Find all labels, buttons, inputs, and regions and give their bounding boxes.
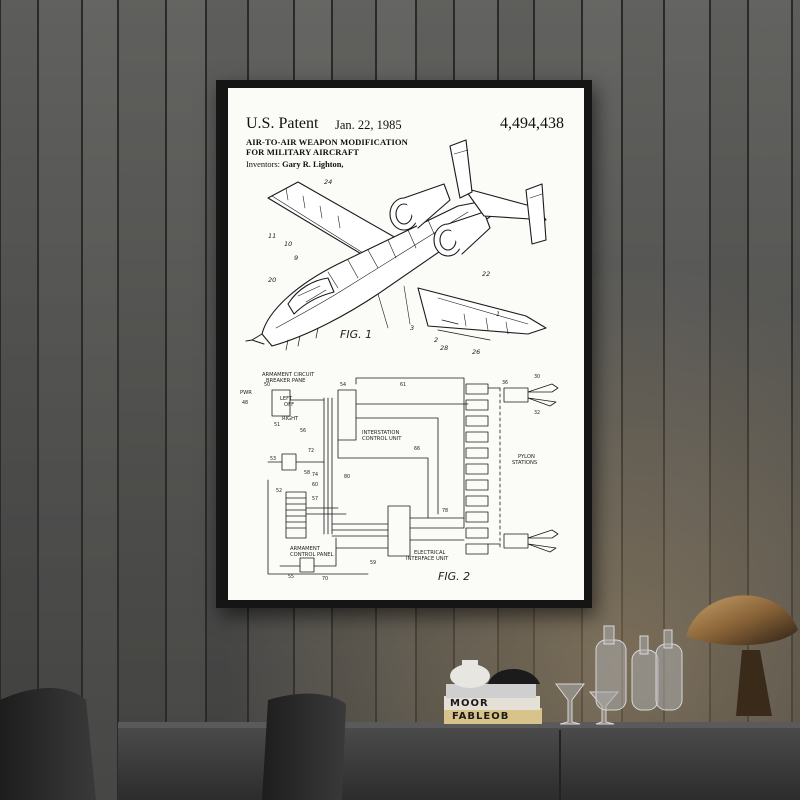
svg-text:61: 61	[400, 382, 406, 388]
callout-3: 3	[410, 324, 414, 332]
patent-subtitle-line2: FOR MILITARY AIRCRAFT	[246, 147, 360, 157]
missile-launcher-top	[503, 387, 529, 403]
breaker-panel-label-1: ARMAMENT CIRCUIT	[262, 372, 315, 378]
svg-text:74: 74	[312, 472, 318, 478]
svg-text:78: 78	[442, 508, 448, 514]
patent-number: 4,494,438	[500, 115, 564, 132]
svg-text:50: 50	[264, 382, 270, 388]
breaker-panel-label-2: BREAKER PANE	[266, 378, 305, 384]
pylon-label-2: STATIONS	[512, 460, 537, 466]
svg-text:48: 48	[242, 400, 248, 406]
svg-text:56: 56	[300, 428, 306, 434]
svg-text:66: 66	[414, 446, 420, 452]
callout-10: 10	[284, 240, 292, 248]
svg-text:53: 53	[270, 456, 276, 462]
callout-1: 1	[496, 310, 500, 318]
book-spine-bottom: FABLEOB	[452, 711, 510, 722]
switch-off-label: OFF	[284, 402, 294, 408]
patent-title: U.S. Patent	[246, 115, 319, 132]
callout-26: 26	[472, 348, 480, 356]
svg-text:52: 52	[276, 488, 282, 494]
svg-text:32: 32	[534, 410, 540, 416]
fig1-caption: FIG. 1	[340, 328, 372, 341]
electrical-label-2: INTERFACE UNIT	[406, 556, 449, 562]
callout-20: 20	[268, 276, 276, 284]
book-spine-top: MOOR	[450, 698, 489, 709]
patent-subtitle-line1: AIR-TO-AIR WEAPON MODIFICATION	[246, 137, 408, 147]
pylon-label-1: PYLON	[518, 454, 535, 460]
missile-launcher-bottom	[503, 533, 529, 549]
pwr-label: PWR	[240, 390, 252, 396]
svg-text:57: 57	[312, 496, 318, 502]
patent-poster: U.S. Patent Jan. 22, 1985 4,494,438 AIR-…	[228, 88, 584, 600]
svg-text:30: 30	[534, 374, 540, 380]
breaker-panel-box	[271, 389, 291, 417]
fig2-caption: FIG. 2	[438, 570, 470, 583]
callout-2: 2	[434, 336, 438, 344]
circuit-schematic	[267, 377, 559, 575]
svg-text:36: 36	[502, 380, 508, 386]
interstation-box	[337, 389, 357, 441]
callout-24: 24	[324, 178, 332, 186]
svg-text:51: 51	[274, 422, 280, 428]
callout-11: 11	[268, 232, 276, 240]
electrical-label-1: ELECTRICAL	[414, 550, 446, 556]
callout-22: 22	[482, 270, 490, 278]
aircraft-illustration	[245, 139, 547, 351]
callout-9: 9	[294, 254, 298, 262]
switch-box-53	[281, 453, 297, 471]
switch-box-55	[299, 557, 315, 573]
armament-switch-stack	[285, 491, 307, 539]
svg-text:59: 59	[370, 560, 376, 566]
svg-text:58: 58	[304, 470, 310, 476]
svg-text:80: 80	[344, 474, 350, 480]
interstation-label-2: CONTROL UNIT	[362, 436, 402, 442]
svg-text:70: 70	[322, 576, 328, 582]
armament-control-label-2: CONTROL PANEL	[290, 552, 333, 558]
patent-inventors: Inventors: Gary R. Lighton,	[246, 160, 344, 169]
callout-28: 28	[440, 344, 448, 352]
svg-text:72: 72	[308, 448, 314, 454]
armament-control-label-1: ARMAMENT	[290, 546, 321, 552]
switch-right-label: RIGHT	[282, 416, 299, 422]
patent-drawing: FIG. 1 FIG. 2 24 11 10 9 20 22 1 3 2 28 …	[240, 139, 559, 583]
interstation-label-1: INTERSTATION	[362, 430, 399, 436]
patent-date: Jan. 22, 1985	[335, 118, 402, 132]
pylon-stations-column	[465, 383, 489, 555]
svg-text:55: 55	[288, 574, 294, 580]
svg-text:60: 60	[312, 482, 318, 488]
switch-left-label: LEFT	[280, 396, 293, 402]
inventors-label: Inventors:	[246, 160, 280, 169]
inventors-name: Gary R. Lighton,	[282, 160, 344, 169]
electrical-interface-box	[387, 505, 411, 557]
svg-text:54: 54	[340, 382, 346, 388]
